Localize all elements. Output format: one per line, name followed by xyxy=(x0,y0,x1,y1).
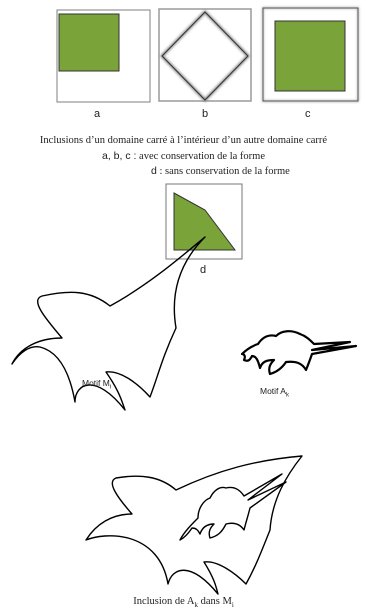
inclusion-outer-shape xyxy=(85,455,303,595)
motif-ak-shape xyxy=(240,330,358,376)
inclusion-inner-shape xyxy=(179,473,287,541)
motif-mi-shape xyxy=(11,236,206,411)
label-motif-mi: Motif Mi xyxy=(82,378,111,391)
label-motif-ak: Motif Ak xyxy=(260,386,289,399)
caption-line-2-prefix: a, b, c : xyxy=(101,150,137,162)
caption-line-3-prefix: d xyxy=(151,165,157,177)
box-b xyxy=(158,8,252,103)
label-d: d xyxy=(200,264,207,276)
box-a xyxy=(56,9,151,103)
bottom-caption-sub-1: k xyxy=(194,601,198,610)
caption-line-3-text: : sans conservation de la forme xyxy=(156,166,290,177)
label-motif-ak-base: Motif A xyxy=(260,386,286,396)
label-a: a xyxy=(94,108,101,120)
box-d-green-polygon xyxy=(173,192,236,251)
bottom-caption-part-1: Inclusion de A xyxy=(133,596,195,607)
box-d xyxy=(165,183,243,260)
caption-line-2-text: avec conservation de la forme xyxy=(136,151,265,162)
caption-line-1: Inclusions d’un domaine carré à l’intéri… xyxy=(39,135,328,146)
bottom-caption: Inclusion de Ak dans Mi xyxy=(0,596,367,609)
bottom-caption-sub-2: i xyxy=(231,601,234,610)
inclusion-figure xyxy=(85,455,303,595)
box-a-green-square xyxy=(58,13,120,72)
bottom-caption-part-2: dans M xyxy=(197,596,232,607)
box-c xyxy=(262,7,359,102)
label-c: c xyxy=(305,108,311,120)
box-c-green-square xyxy=(274,20,346,92)
label-motif-ak-sub: k xyxy=(285,392,289,399)
caption-line-2: a, b, c : avec conservation de la forme xyxy=(0,150,367,162)
label-motif-mi-sub: i xyxy=(109,384,112,391)
label-motif-mi-base: Motif M xyxy=(82,378,110,388)
caption-line-3: d : sans conservation de la forme xyxy=(151,165,290,177)
label-b: b xyxy=(202,108,209,120)
